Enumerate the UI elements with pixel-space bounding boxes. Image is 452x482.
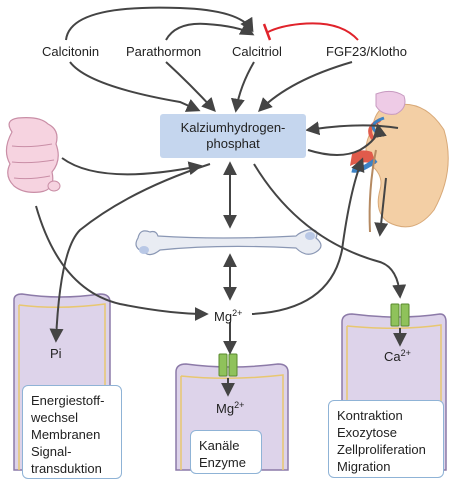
label-mg-center: Mg2+ [214,306,242,324]
arrow-kidney-center [305,121,399,136]
function-item: Kanäle [199,438,240,453]
function-item: Energiestoff- [31,393,105,408]
functions-box-middle: Kanäle Enzyme [190,430,262,474]
arrow-center-ca [253,163,407,299]
arrow-fgf23-center [258,61,353,112]
arrows [35,6,407,397]
bone-icon [135,229,322,256]
arrow-center-kidney [307,123,387,156]
kidney-icon [350,90,449,233]
function-item: Kontraktion [337,408,403,423]
label-mg-cell: Mg2+ [216,398,244,416]
arrow-parathormon-center [165,61,216,113]
arrow-intestine-mg [35,205,209,321]
ca-cell-base: Ca [384,349,401,364]
function-item: Exozytose [337,425,397,440]
mg-cell-base: Mg [216,401,235,416]
ca-cell-sup: 2+ [400,348,411,358]
ca-channel-icon [390,303,410,327]
label-parathormon: Parathormon [126,44,202,59]
function-item: Zellproliferation [337,442,426,457]
arrow-parathormon-calcitriol [165,22,255,41]
arrow-mg-kidney [251,157,365,315]
mg-cell-sup: 2+ [234,400,245,410]
function-item: Signal- [31,444,72,459]
mg-center-base: Mg [214,309,233,324]
intestine-icon [5,117,61,193]
label-calcitriol: Calcitriol [232,44,282,59]
arrow-calcitonin-calcitriol [65,6,254,41]
mg-center-sup: 2+ [232,308,243,318]
function-item: Enzyme [199,455,246,470]
function-item: wechsel [31,410,78,425]
inhibition-fgf23-calcitriol [262,22,359,41]
label-fgf23-klotho: FGF23/Klotho [326,44,407,59]
functions-box-left: Energiestoff- wechsel Membranen Signal- … [22,385,122,479]
center-line-1: Kalziumhydrogen- [180,120,286,135]
function-item: Membranen [31,427,101,442]
function-item: transduktion [31,461,102,476]
arrow-calcitriol-center [230,61,255,113]
arrow-calcitonin-center [69,61,201,112]
functions-box-right: Kontraktion Exozytose Zellproliferation … [328,400,444,478]
function-item: Migration [337,459,391,474]
center-line-2: phosphat [206,136,260,151]
arrow-kidney-ca [374,177,389,237]
calcium-phosphate-box: Kalziumhydrogen- phosphat [160,114,306,158]
label-calcitonin: Calcitonin [42,44,100,59]
arrow-intestine-center [61,157,203,176]
label-ca-cell: Ca2+ [384,346,411,364]
label-pi: Pi [50,346,62,361]
arrow-center-pi [49,163,211,343]
